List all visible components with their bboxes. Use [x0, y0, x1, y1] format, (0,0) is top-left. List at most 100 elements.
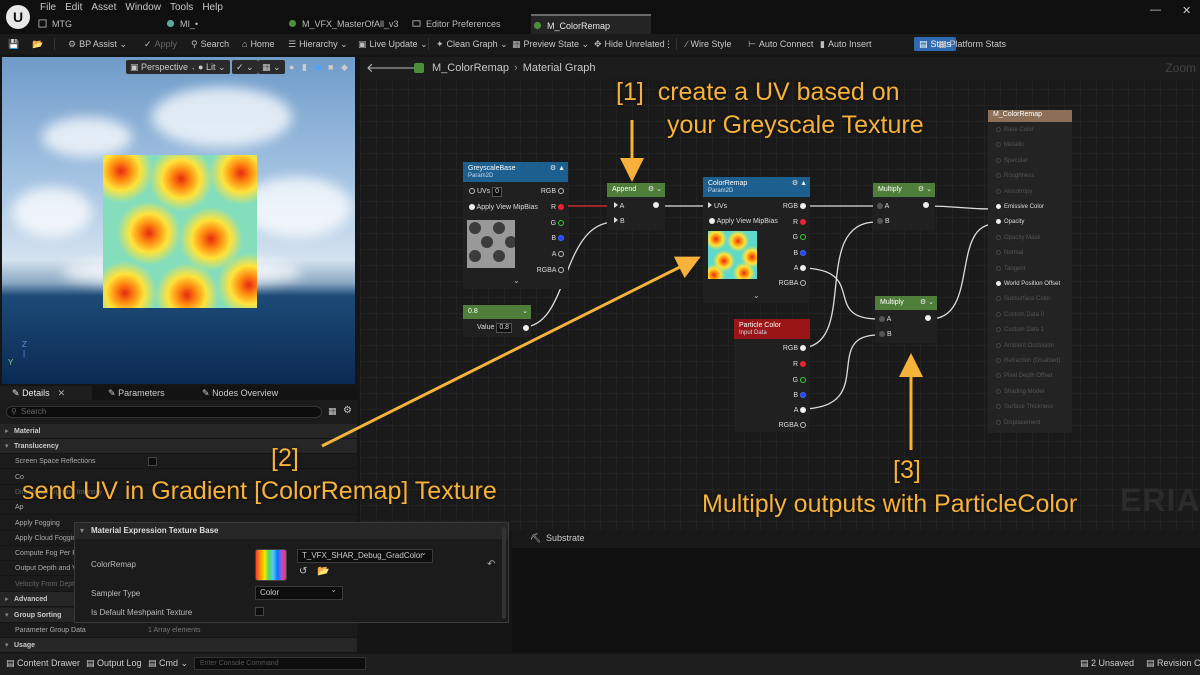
preview-sphere-icon[interactable]: ●	[289, 62, 295, 72]
unreal-logo-icon[interactable]: U	[6, 5, 30, 29]
result-pin[interactable]: Subsurface Color	[996, 296, 1050, 302]
unsaved-button[interactable]: ▤ 2 Unsaved	[1080, 658, 1135, 668]
menu-window[interactable]: Window	[125, 2, 161, 13]
details-category[interactable]: Translucency	[0, 439, 357, 454]
clean-graph-button[interactable]: ✦Clean Graph ⌄	[436, 39, 508, 49]
menu-help[interactable]: Help	[202, 2, 223, 13]
save-icon[interactable]: 💾	[8, 39, 20, 49]
result-pin[interactable]: Ambient Occlusion	[996, 342, 1054, 349]
tab-nodes-overview[interactable]: ✎ Nodes Overview	[202, 388, 279, 398]
hide-unrelated-button[interactable]: ✥Hide Unrelated	[594, 39, 665, 49]
pin-out[interactable]	[923, 202, 929, 208]
pin-in-b[interactable]: B	[879, 330, 892, 339]
output-log-button[interactable]: ▤ Output Log	[86, 658, 142, 668]
details-category[interactable]: Usage	[0, 638, 357, 653]
details-category[interactable]: Material	[0, 424, 357, 439]
menu-edit[interactable]: Edit	[65, 2, 83, 13]
reset-to-default-icon[interactable]: ↶	[487, 559, 496, 570]
result-pin[interactable]: Surface Thickness	[996, 404, 1053, 410]
wire-style-button[interactable]: ∕Wire Style	[686, 39, 732, 49]
node-constant-0-8[interactable]: 0.8⌄ Value 0.8	[463, 305, 531, 337]
auto-connect-button[interactable]: ⊢Auto Connect	[748, 39, 814, 49]
expand-chevron-icon[interactable]: ⌄	[513, 276, 520, 285]
expand-chevron-icon[interactable]: ⌄	[753, 291, 760, 300]
crumb-asset[interactable]: M_ColorRemap	[432, 62, 510, 74]
use-selected-icon[interactable]: ↺	[299, 566, 308, 577]
perspective-dropdown[interactable]: ▣ Perspective ⌄	[126, 60, 203, 74]
pin-out-a[interactable]: A	[794, 264, 806, 273]
pin-out-a[interactable]: A	[794, 406, 806, 415]
details-property-row[interactable]: Co	[0, 470, 357, 485]
node-header[interactable]: M_ColorRemap	[988, 110, 1072, 122]
more-options-icon[interactable]: ⋮	[664, 39, 673, 49]
preview-mesh-icon[interactable]: ◆	[341, 62, 348, 72]
node-append[interactable]: Append⚙ ⌄ A B	[607, 183, 665, 230]
crumb-graph[interactable]: Material Graph	[522, 62, 596, 74]
menu-tools[interactable]: Tools	[169, 2, 194, 13]
close-tab-icon[interactable]: ✕	[57, 388, 66, 398]
tab-mtg[interactable]: MTG	[36, 14, 146, 34]
result-pin[interactable]: Pixel Depth Offset	[996, 373, 1052, 379]
pin-in-a[interactable]: A	[877, 202, 889, 211]
minimize-button[interactable]: —	[1150, 4, 1161, 16]
result-pin[interactable]: Specular	[996, 157, 1028, 164]
preview-plane-icon[interactable]: ◆	[315, 62, 322, 72]
pin-out[interactable]	[523, 325, 529, 331]
preview-cylinder-icon[interactable]: ▮	[302, 62, 307, 72]
node-header[interactable]: 0.8⌄	[463, 305, 531, 319]
node-header[interactable]: Multiply⚙ ⌄	[873, 183, 935, 197]
result-pin[interactable]: Normal	[996, 250, 1023, 256]
cmd-dropdown[interactable]: ▤ Cmd ⌄	[148, 658, 189, 668]
menu-file[interactable]: File	[40, 2, 57, 13]
tab-m-colorremap[interactable]: M_ColorRemap	[531, 14, 651, 34]
pin-out-r[interactable]: R	[793, 360, 806, 369]
tab-material-instance[interactable]: MI_•	[164, 14, 274, 34]
tab-parameters[interactable]: ✎ Parameters	[108, 388, 165, 398]
live-update-button[interactable]: ▣Live Update ⌄	[358, 39, 428, 49]
show-flags-dropdown[interactable]: ✓ ⌄	[232, 60, 258, 74]
apply-button[interactable]: ✓Apply	[144, 39, 178, 49]
hierarchy-button[interactable]: ☰Hierarchy ⌄	[288, 39, 348, 49]
details-property-row[interactable]: Screen Space Reflections	[0, 454, 357, 469]
browse-icon[interactable]: 📂	[32, 39, 44, 49]
pin-apply-view-mipbias[interactable]: Apply View MipBias	[709, 217, 778, 226]
node-header[interactable]: Multiply⚙ ⌄	[875, 296, 937, 310]
texture-base-header[interactable]: Material Expression Texture Base	[75, 523, 508, 539]
node-options-icon[interactable]: ⚙ ▲	[549, 165, 565, 172]
menu-asset[interactable]: Asset	[91, 2, 117, 13]
pin-in-a[interactable]: A	[613, 202, 624, 211]
pin-out-b[interactable]: B	[793, 391, 806, 400]
pin-out-a[interactable]: A	[552, 250, 564, 259]
tab-editor-preferences[interactable]: Editor Preferences	[410, 14, 522, 34]
node-multiply-1[interactable]: Multiply⚙ ⌄ A B	[873, 183, 935, 230]
node-header[interactable]: Append⚙ ⌄	[607, 183, 665, 197]
pin-out-b[interactable]: B	[793, 249, 806, 258]
node-options-icon[interactable]: ⚙ ⌄	[647, 186, 662, 193]
result-pin[interactable]: Metallic	[996, 142, 1024, 148]
pin-out-rgba[interactable]: RGBA	[779, 279, 806, 288]
result-pin[interactable]: Custom Data 0	[996, 311, 1044, 318]
grid-dropdown[interactable]: ▦ ⌄	[258, 60, 285, 74]
details-property-row[interactable]: Directional Lighting Intensity	[0, 485, 357, 500]
details-search-input[interactable]: ⚲ Search	[6, 406, 322, 418]
result-pin[interactable]: World Position Offset	[996, 281, 1060, 287]
tab-substrate[interactable]: Substrate	[546, 533, 585, 543]
result-pin[interactable]: Opacity	[996, 219, 1024, 225]
result-pin[interactable]: Custom Data 1	[996, 327, 1044, 333]
result-pin[interactable]: Roughness	[996, 173, 1034, 179]
pin-out-rgb[interactable]: RGB	[541, 187, 564, 196]
pin-apply-view-mipbias[interactable]: Apply View MipBias	[469, 203, 538, 212]
home-button[interactable]: ⌂Home	[242, 39, 275, 49]
pin-in-a[interactable]: A	[879, 315, 891, 324]
content-drawer-button[interactable]: ▤ Content Drawer	[6, 658, 81, 668]
meshpaint-checkbox[interactable]	[255, 607, 264, 616]
tab-details[interactable]: ✎ Details✕	[0, 386, 92, 400]
pin-uvs[interactable]: UVs 0	[469, 187, 503, 197]
pin-out-g[interactable]: G	[793, 376, 806, 385]
